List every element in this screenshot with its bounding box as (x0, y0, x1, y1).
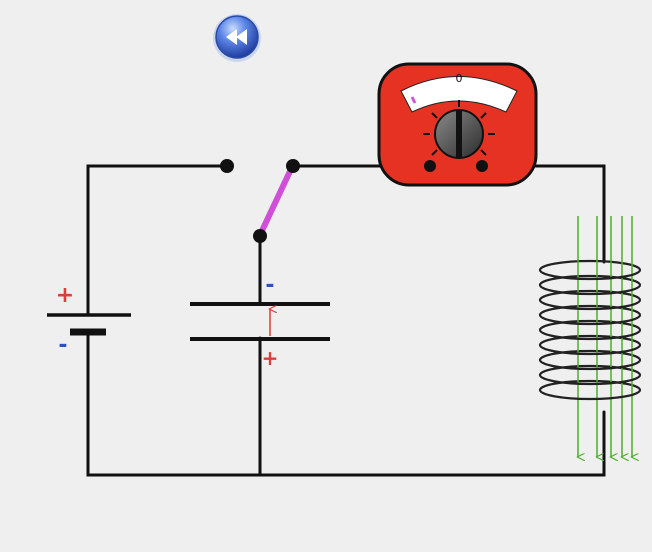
capacitor-top-label: - (265, 273, 274, 298)
wire-coil-bottom (86, 331, 606, 477)
meter: 0 (377, 62, 538, 187)
switch-lever[interactable] (257, 164, 295, 238)
coil-loop-back (538, 304, 642, 316)
coil-loop-front (538, 344, 642, 356)
coil-loop-front (538, 269, 642, 281)
coil-back-loops (538, 259, 642, 391)
coil-loop-back (538, 319, 642, 331)
meter-terminal-right (476, 160, 488, 172)
coil-loop-front (538, 374, 642, 386)
capacitor: - + (190, 273, 330, 370)
switch-terminal-left[interactable] (220, 159, 234, 173)
wires (86, 164, 606, 477)
meter-zero-label: 0 (456, 72, 463, 85)
coil-loop-front (538, 359, 642, 371)
coil-loop-front (538, 299, 642, 311)
coil-loop-front (538, 284, 642, 296)
battery-negative-label: - (58, 333, 67, 358)
coil-loop-back (538, 379, 642, 391)
wire-left-top (86, 164, 229, 317)
switch[interactable] (220, 159, 300, 243)
battery: + - (47, 283, 131, 358)
coil-loop-back (538, 259, 642, 271)
coil-loop-back (538, 349, 642, 361)
meter-dial-ticks (423, 100, 495, 156)
coil-loop-front (538, 314, 642, 326)
capacitor-bottom-label: + (262, 346, 279, 370)
switch-pivot[interactable] (253, 229, 267, 243)
coil-loop-front (538, 329, 642, 341)
meter-scale-face (400, 76, 518, 113)
battery-positive-label: + (56, 283, 74, 308)
coil-loop-back (538, 334, 642, 346)
coil-front-loops (538, 269, 642, 401)
coil-loop-front (538, 389, 642, 401)
rewind-icon (226, 29, 247, 45)
coil-loop-back (538, 289, 642, 301)
coil-loop-back (538, 274, 642, 286)
switch-terminal-right[interactable] (286, 159, 300, 173)
rewind-button[interactable] (213, 14, 261, 62)
inductor-coil (538, 216, 642, 457)
coil-loop-back (538, 364, 642, 376)
meter-terminal-left (424, 160, 436, 172)
meter-needle (410, 96, 417, 104)
meter-dial-pointer (456, 110, 462, 158)
